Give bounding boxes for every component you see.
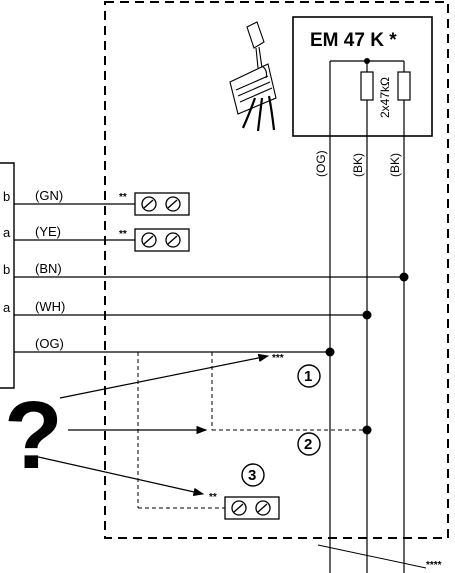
terminal-block (224, 496, 280, 520)
wire-code-bk-2: (BK) (388, 153, 402, 177)
wire-code-label: (OG) (35, 336, 64, 351)
marker-double: ** (119, 192, 127, 203)
junction-dot (364, 58, 370, 64)
wire-code-label: (BN) (35, 261, 62, 276)
option-2-circle (297, 432, 321, 456)
em47k-module (292, 16, 433, 137)
option-arrows (33, 353, 270, 496)
junction-bn (399, 272, 409, 282)
wire-code-bk-1: (BK) (351, 153, 365, 177)
term-label: a (3, 300, 11, 315)
terminal-block (134, 228, 190, 252)
term-label: a (3, 225, 11, 240)
term-label: b (3, 189, 10, 204)
option-3-circle (241, 463, 265, 487)
option-1-circle (297, 364, 321, 388)
question-mark: ? (4, 382, 63, 489)
junction-og (325, 347, 335, 357)
wire-code-og: (OG) (314, 150, 328, 177)
marker-triple: *** (272, 353, 284, 364)
wire-code-label: (GN) (35, 188, 63, 203)
wire-code-label: (WH) (35, 299, 65, 314)
wire-code-label: (YE) (35, 224, 61, 239)
leader-line (317, 544, 427, 569)
term-label: b (3, 262, 10, 277)
marker-double: ** (119, 229, 127, 240)
module-title: EM 47 K * (310, 30, 397, 51)
marker-quad: **** (426, 560, 442, 571)
junction-wh (362, 310, 372, 320)
option-3-number: 3 (248, 467, 256, 484)
terminal-box (0, 162, 15, 389)
module-internal-wiring (329, 60, 411, 573)
marker-double: ** (209, 492, 217, 503)
option-1-number: 1 (304, 368, 312, 385)
option-2-number: 2 (304, 436, 312, 453)
terminal-block (134, 192, 190, 216)
horizontal-wires (14, 203, 404, 353)
device-illustration (229, 21, 277, 132)
enclosure-border (104, 1, 449, 539)
resistor-label: 2x47kΩ (378, 77, 392, 118)
